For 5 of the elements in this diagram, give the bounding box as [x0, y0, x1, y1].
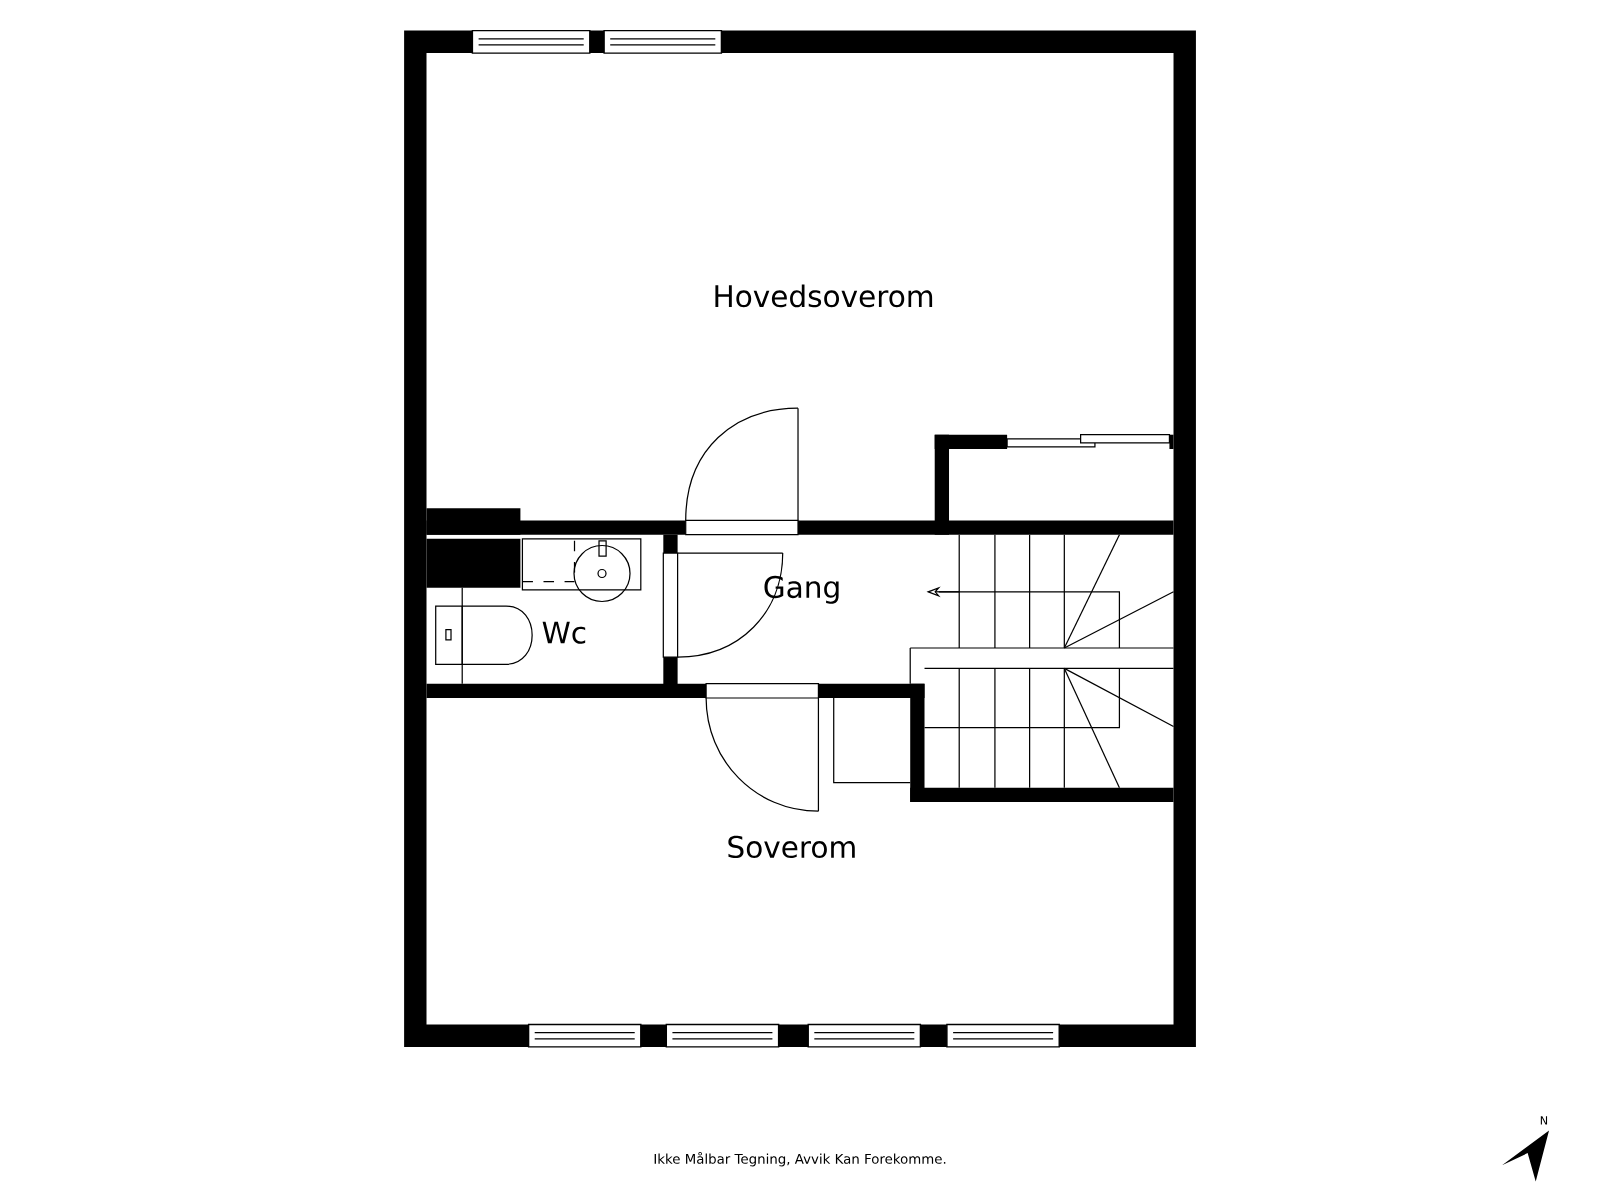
north-label: N	[1540, 1116, 1548, 1125]
room-label: Hovedsoverom	[715, 284, 933, 308]
room-label: Wc	[542, 621, 586, 644]
room-label: Soverom	[728, 835, 855, 859]
disclaimer-text: Ikke Målbar Tegning, Avvik Kan Forekomme.	[654, 1152, 946, 1167]
